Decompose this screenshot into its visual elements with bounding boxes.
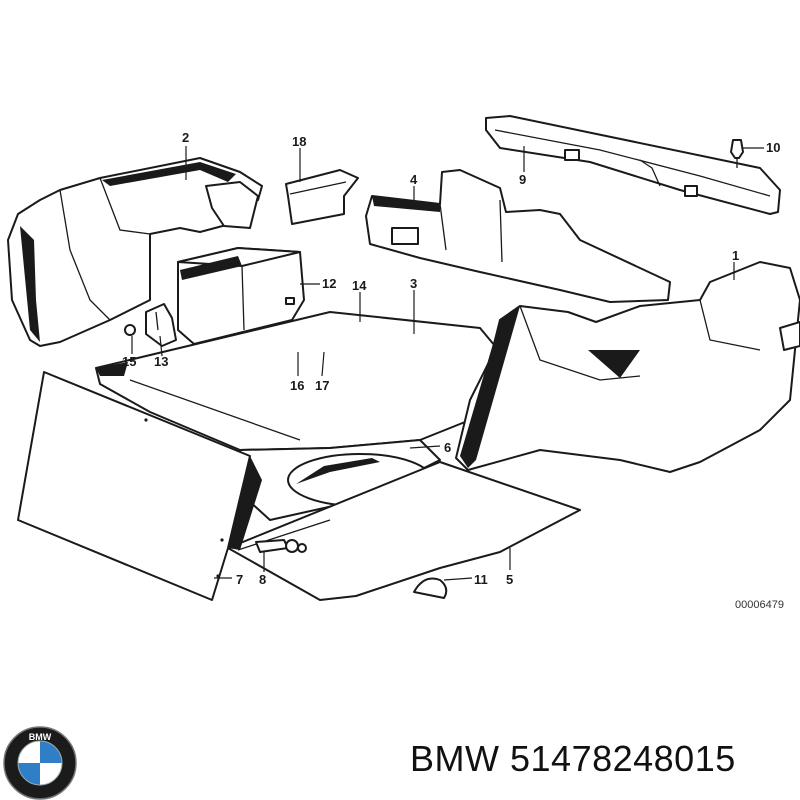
part-5-floor-mat xyxy=(227,461,581,601)
svg-text:BMW: BMW xyxy=(29,732,52,742)
part-18-cover xyxy=(285,169,359,225)
callout-17: 17 xyxy=(315,378,329,393)
callout-labels: 1 2 3 4 5 6 7 8 9 10 11 12 13 14 15 16 1… xyxy=(122,130,780,587)
callout-6: 6 xyxy=(444,440,451,455)
part-number: 51478248015 xyxy=(510,738,736,779)
part-10-clip xyxy=(730,139,744,168)
brand-name: BMW xyxy=(410,738,500,779)
part-8-fastener xyxy=(255,539,307,553)
callout-14: 14 xyxy=(352,278,367,293)
part-11-grommet xyxy=(413,577,448,599)
part-1-right-side-trim xyxy=(455,261,800,473)
callout-13: 13 xyxy=(154,354,168,369)
part-12-storage-box xyxy=(177,247,305,345)
drawing-number: 00006479 xyxy=(735,599,784,611)
part-7-trunk-board xyxy=(17,371,262,601)
callout-15: 15 xyxy=(122,354,136,369)
callout-8: 8 xyxy=(259,572,266,587)
callout-9: 9 xyxy=(519,172,526,187)
callout-4: 4 xyxy=(410,172,418,187)
callout-2: 2 xyxy=(182,130,189,145)
part-15-plug xyxy=(124,324,136,336)
product-caption: BMW 51478248015 xyxy=(410,738,736,780)
part-4-rear-inner-panel xyxy=(365,169,671,303)
part-2-left-side-trim xyxy=(7,157,263,347)
callout-11: 11 xyxy=(474,572,488,587)
callout-5: 5 xyxy=(506,572,513,587)
bmw-logo: BMW xyxy=(3,726,77,800)
part-13-bracket xyxy=(145,303,177,347)
callout-10: 10 xyxy=(766,140,780,155)
callout-3: 3 xyxy=(410,276,417,291)
callout-12: 12 xyxy=(322,276,336,291)
part-9-rear-panel-trim xyxy=(485,115,781,215)
callout-18: 18 xyxy=(292,134,306,149)
callout-7: 7 xyxy=(236,572,243,587)
callout-16: 16 xyxy=(290,378,304,393)
callout-1: 1 xyxy=(732,248,739,263)
leader-lines xyxy=(131,146,764,581)
